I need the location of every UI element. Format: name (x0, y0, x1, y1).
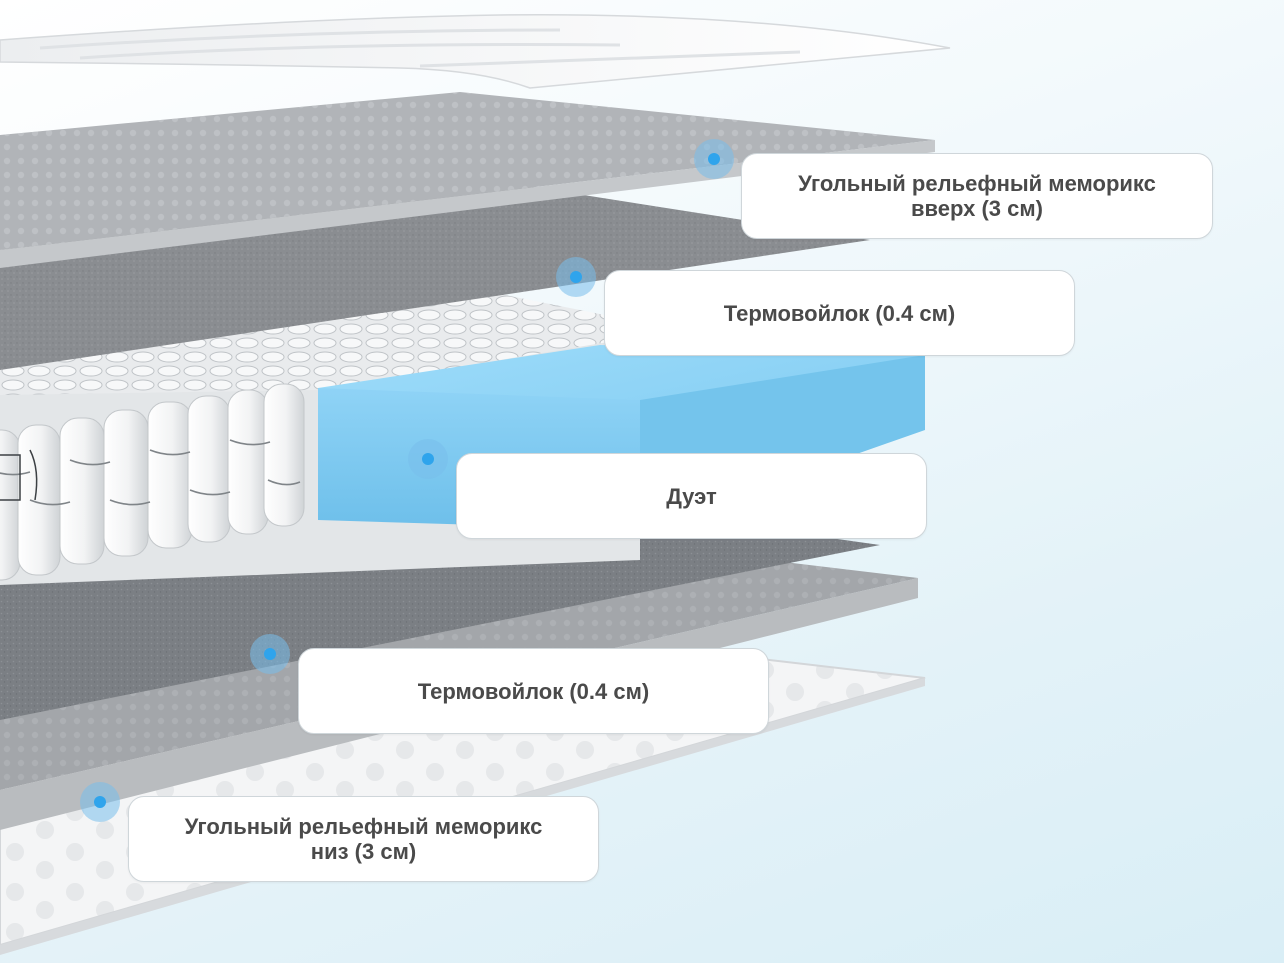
layer-label-line1: Термовойлок (0.4 см) (723, 300, 956, 326)
marker-core (264, 648, 276, 660)
top-cover-sheet (0, 14, 951, 89)
layer-label-top-felt: Термовойлок (0.4 см) (604, 270, 1075, 356)
spring-coils (0, 383, 305, 581)
marker-core (94, 796, 106, 808)
marker-top-felt (556, 257, 596, 297)
layer-label-line1: Термовойлок (0.4 см) (417, 678, 650, 704)
layer-label-bottom-memory: Угольный рельефный меморикс низ (3 см) (128, 796, 599, 882)
layer-label-line2: вверх (3 см) (910, 196, 1043, 221)
marker-bottom-memory (80, 782, 120, 822)
layer-label-top-memory: Угольный рельефный меморикс вверх (3 см) (741, 153, 1213, 239)
layer-label-line1: Угольный рельефный меморикс (184, 814, 543, 839)
layer-label-duet: Дуэт (456, 453, 927, 539)
layer-label-line1: Угольный рельефный меморикс (798, 171, 1156, 196)
marker-duet (408, 439, 448, 479)
marker-core (570, 271, 582, 283)
marker-core (422, 453, 434, 465)
marker-top-memory (694, 139, 734, 179)
layer-label-line2: низ (3 см) (310, 839, 417, 864)
marker-core (708, 153, 720, 165)
marker-bottom-felt (250, 634, 290, 674)
layer-label-bottom-felt: Термовойлок (0.4 см) (298, 648, 769, 734)
layer-label-line1: Дуэт (666, 483, 717, 509)
